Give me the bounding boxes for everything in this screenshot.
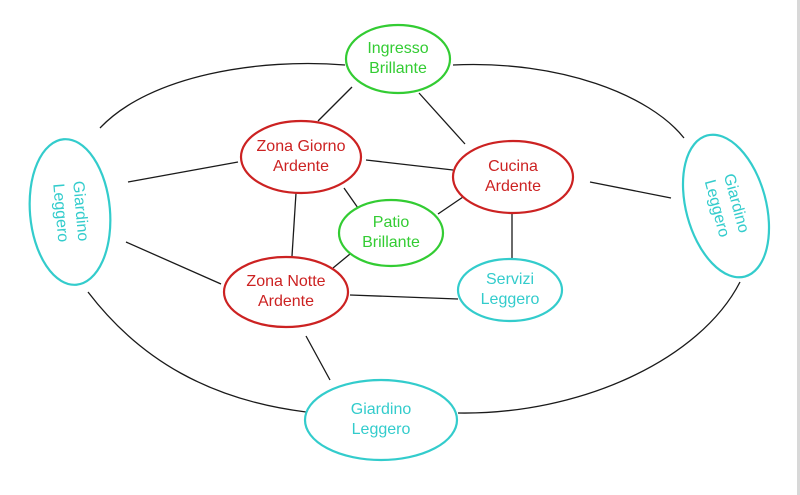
node-label-zona-notte-line-1: Zona Notte (246, 273, 325, 290)
node-label-giardino-left-line-2: Leggero (49, 183, 71, 243)
edge-zona-notte-to-giardino-bottom (305, 335, 331, 381)
node-label-cucina-line-1: Cucina (488, 158, 538, 175)
node-ellipse-patio (337, 198, 445, 268)
node-label-zona-giorno-line-2: Ardente (273, 158, 329, 175)
node-label-servizi-line-2: Leggero (481, 291, 540, 308)
right-border (797, 0, 800, 495)
edge-patio-to-zona-notte (332, 253, 351, 269)
node-ellipse-ingresso (344, 23, 452, 95)
edge-cucina-to-patio (437, 196, 464, 215)
edge-giardino-right-to-giardino-bottom (457, 281, 741, 414)
node-ellipse-giardino-right (681, 133, 771, 279)
edge-zona-notte-to-servizi (349, 294, 459, 300)
edge-zona-notte-to-giardino-left (125, 241, 222, 285)
edge-ingresso-to-cucina (418, 92, 466, 145)
node-label-zona-notte-line-2: Ardente (258, 293, 314, 310)
node-label-cucina-line-2: Ardente (485, 178, 541, 195)
edge-zona-giorno-to-giardino-left (127, 161, 239, 183)
edge-ingresso-to-giardino-right (452, 63, 685, 139)
node-ellipse-zona-notte (222, 255, 350, 329)
edge-zona-giorno-to-cucina (365, 159, 454, 171)
edge-zona-giorno-to-zona-notte (291, 192, 297, 257)
node-ellipse-zona-giorno (239, 119, 363, 195)
node-ellipse-cucina (451, 139, 575, 215)
node-label-giardino-bottom-line-1: Giardino (351, 401, 412, 418)
edge-cucina-to-giardino-right (589, 181, 672, 199)
node-ellipse-servizi (456, 257, 564, 323)
node-label-zona-giorno-line-1: Zona Giorno (257, 138, 346, 155)
edge-zona-giorno-to-patio (343, 187, 359, 209)
node-label-giardino-bottom-line-2: Leggero (352, 421, 411, 438)
node-ellipse-giardino-left (28, 138, 112, 286)
node-label-giardino-left-line-1: Giardino (69, 180, 91, 242)
edge-giardino-left-to-giardino-bottom (87, 291, 307, 413)
edges-layer (87, 62, 741, 414)
node-label-patio-line-1: Patio (373, 214, 410, 231)
edge-ingresso-to-zona-giorno (317, 86, 353, 122)
edge-ingresso-to-giardino-left (99, 62, 346, 129)
node-label-ingresso-line-2: Brillante (369, 60, 427, 77)
node-label-servizi-line-1: Servizi (486, 271, 534, 288)
node-label-ingresso-line-1: Ingresso (367, 40, 428, 57)
node-label-patio-line-2: Brillante (362, 234, 420, 251)
node-ellipse-giardino-bottom (303, 378, 459, 462)
